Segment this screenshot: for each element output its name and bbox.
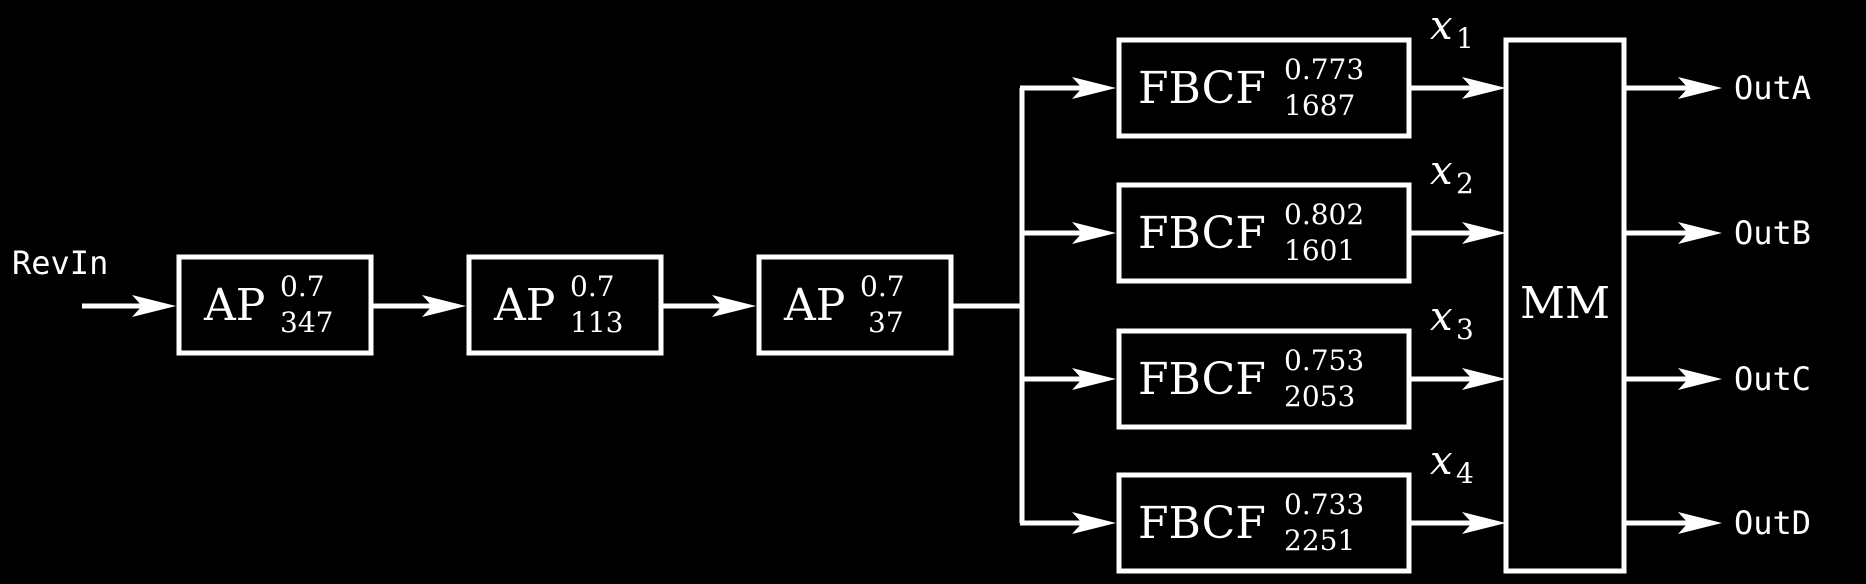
allpass-block-3: AP 0.7 37 — [756, 254, 954, 356]
fbcf-delay: 2053 — [1284, 380, 1355, 413]
input-label: RevIn — [12, 244, 108, 282]
allpass-box — [176, 254, 374, 356]
fbcf-label: FBCF — [1138, 354, 1266, 405]
arrowhead — [1072, 368, 1116, 390]
arrowhead — [1462, 368, 1506, 390]
fbcf-label: FBCF — [1138, 498, 1266, 549]
mixing-matrix-label: MM — [1520, 278, 1610, 329]
fbcf-delay: 1687 — [1284, 89, 1355, 122]
allpass-block-2: AP 0.7 113 — [466, 254, 664, 356]
mixing-matrix-block: MM — [1503, 37, 1627, 574]
allpass-label: AP — [783, 280, 845, 331]
allpass-delay: 37 — [868, 306, 904, 339]
signal-index: 3 — [1456, 313, 1474, 346]
allpass-base: AP — [203, 280, 265, 331]
allpass-gain: 0.7 — [860, 270, 905, 303]
output-label-d: OutD — [1734, 504, 1811, 542]
allpass-gain: 0.7 — [570, 270, 615, 303]
allpass-box — [756, 254, 954, 356]
arrowhead — [1072, 77, 1116, 99]
signal-label-x1: x 1 — [1430, 3, 1474, 55]
fbcf-delay: 1601 — [1284, 234, 1355, 267]
fbcf-gain: 0.773 — [1284, 53, 1364, 86]
signal-base: x — [1430, 148, 1453, 194]
fbcf-delay: 2251 — [1284, 524, 1355, 557]
signal-index: 4 — [1456, 457, 1474, 490]
allpass-gain: 0.7 — [280, 270, 325, 303]
fbcf-block-3: FBCF 0.753 2053 — [1116, 328, 1412, 430]
fbcf-block-4: FBCF 0.733 2251 — [1116, 472, 1412, 574]
mixing-matrix-box — [1503, 37, 1627, 574]
fbcf-box — [1116, 182, 1412, 284]
arrowhead — [712, 295, 756, 317]
arrowhead — [1462, 512, 1506, 534]
fbcf-gain: 0.802 — [1284, 198, 1364, 231]
wires — [82, 85, 1690, 526]
fbcf-label: FBCF — [1138, 208, 1266, 259]
signal-label-x3: x 3 — [1430, 294, 1474, 346]
arrowhead — [1678, 222, 1722, 244]
allpass-delay: 347 — [280, 306, 333, 339]
arrowhead — [1678, 77, 1722, 99]
allpass-base: AP — [783, 280, 845, 331]
output-label-c: OutC — [1734, 360, 1811, 398]
arrowhead — [422, 295, 466, 317]
allpass-box — [466, 254, 664, 356]
fbcf-box — [1116, 37, 1412, 139]
arrowhead — [1072, 222, 1116, 244]
signal-base: x — [1430, 438, 1453, 484]
signal-base: x — [1430, 294, 1453, 340]
allpass-label: AP — [493, 280, 555, 331]
arrowhead — [1462, 222, 1506, 244]
allpass-label: AP — [203, 280, 265, 331]
arrowhead — [132, 295, 176, 317]
fbcf-box — [1116, 328, 1412, 430]
fbcf-gain: 0.733 — [1284, 488, 1364, 521]
arrowheads — [132, 77, 1722, 534]
arrowhead — [1678, 512, 1722, 534]
fbcf-label: FBCF — [1138, 63, 1266, 114]
signal-label-x2: x 2 — [1430, 148, 1474, 200]
fbcf-block-1: FBCF 0.773 1687 — [1116, 37, 1412, 139]
signal-index: 1 — [1456, 22, 1474, 55]
output-label-a: OutA — [1734, 69, 1811, 107]
signal-label-x4: x 4 — [1430, 438, 1474, 490]
arrowhead — [1072, 512, 1116, 534]
signal-base: x — [1430, 3, 1453, 49]
signal-index: 2 — [1456, 167, 1474, 200]
output-label-b: OutB — [1734, 214, 1811, 252]
fbcf-gain: 0.753 — [1284, 344, 1364, 377]
arrowhead — [1462, 77, 1506, 99]
allpass-delay: 113 — [570, 306, 623, 339]
fbcf-box — [1116, 472, 1412, 574]
arrowhead — [1678, 368, 1722, 390]
allpass-base: AP — [493, 280, 555, 331]
allpass-block-1: AP 0.7 347 — [176, 254, 374, 356]
fbcf-block-2: FBCF 0.802 1601 — [1116, 182, 1412, 284]
